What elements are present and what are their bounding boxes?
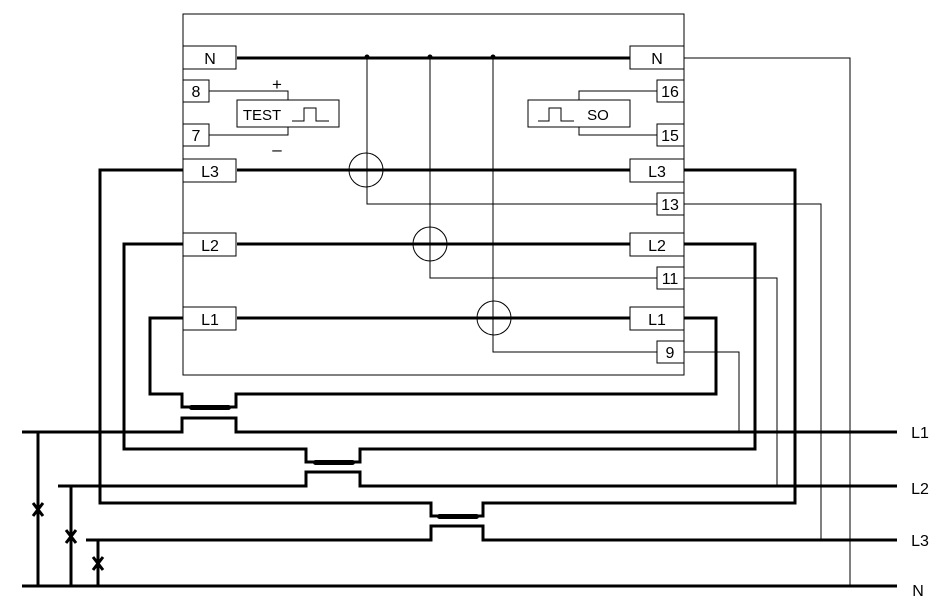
breaker-l3-n	[91, 540, 105, 586]
voltage-connection-11	[684, 277, 778, 486]
current-transformer-icon	[412, 226, 448, 262]
breaker-l1-n	[31, 432, 45, 586]
breaker-x-icon	[64, 529, 78, 544]
bus-line-l2	[58, 470, 897, 488]
terminal-label: 7	[192, 128, 201, 145]
terminal-right-11[interactable]: 11	[656, 266, 685, 290]
terminal-label: 11	[662, 271, 679, 288]
pulse-waveform-icon	[292, 107, 329, 122]
test-minus-wire	[209, 127, 289, 136]
neutral-connection	[684, 57, 851, 586]
pulse-output-block: SO	[527, 99, 631, 128]
voltage-tap-l2	[429, 58, 658, 279]
fuse-icon	[437, 514, 479, 519]
current-transformer-icon	[476, 300, 512, 336]
so-wire-15	[578, 127, 657, 136]
voltage-tap-l3	[366, 58, 658, 205]
test-output-block: TEST	[236, 99, 340, 128]
test-plus-wire	[209, 90, 289, 100]
terminal-right-l1[interactable]: L1	[629, 306, 685, 331]
terminal-label: L1	[201, 312, 219, 329]
terminal-right-15[interactable]: 15	[656, 123, 685, 147]
meter-enclosure	[182, 13, 685, 376]
terminal-right-n[interactable]: N	[629, 45, 685, 70]
terminal-left-8[interactable]: 8	[182, 79, 210, 103]
l3-in-conductor	[98, 168, 443, 518]
terminal-left-n[interactable]: N	[182, 45, 237, 70]
test-plus-sign: +	[272, 75, 282, 94]
terminal-label: 15	[661, 128, 679, 145]
terminal-left-l2[interactable]: L2	[182, 232, 237, 257]
voltage-connection-9	[684, 351, 740, 432]
terminal-label: L2	[201, 238, 219, 255]
terminal-right-16[interactable]: 16	[656, 79, 685, 103]
pulse-waveform-icon	[538, 107, 574, 122]
junction-dot	[490, 54, 496, 60]
terminal-label: N	[651, 51, 663, 68]
breaker-l2-n	[64, 486, 78, 586]
breaker-x-icon	[31, 502, 45, 517]
test-minus-sign: –	[272, 140, 282, 159]
bus-line-l3	[86, 524, 897, 542]
terminal-left-l1[interactable]: L1	[182, 306, 237, 331]
bus-label-n: N	[912, 583, 924, 600]
junction-dot	[427, 54, 433, 60]
l3-out-conductor	[473, 168, 797, 518]
voltage-connection-13	[684, 203, 822, 540]
terminal-label: 8	[192, 84, 201, 101]
l1-in-conductor	[148, 316, 193, 409]
l1-out-conductor	[225, 316, 718, 409]
terminal-label: L2	[648, 238, 666, 255]
terminal-label: 9	[666, 345, 675, 362]
terminal-right-l2[interactable]: L2	[629, 232, 685, 257]
fuse-icon	[313, 460, 355, 465]
voltage-tap-l1	[492, 58, 658, 353]
terminal-left-l3[interactable]: L3	[182, 158, 237, 183]
terminal-right-9[interactable]: 9	[656, 340, 685, 364]
terminal-label: 16	[661, 84, 679, 101]
fuse-icon	[189, 405, 231, 410]
breaker-x-icon	[91, 556, 105, 571]
terminal-label: L1	[648, 312, 666, 329]
terminal-right-l3[interactable]: L3	[629, 158, 685, 183]
junction-dot	[364, 54, 370, 60]
current-transformer-icon	[348, 152, 384, 188]
l2-in-conductor	[122, 242, 318, 464]
terminal-label: N	[204, 51, 216, 68]
bus-label-l1: L1	[911, 425, 929, 442]
so-wire-16	[578, 90, 657, 100]
terminal-label: 13	[661, 197, 679, 214]
test-label: TEST	[243, 107, 281, 124]
terminal-label: L3	[201, 164, 219, 181]
so-label: SO	[587, 107, 609, 124]
l2-out-conductor	[349, 242, 757, 464]
bus-label-l2: L2	[911, 481, 929, 498]
bus-label-l3: L3	[911, 533, 929, 550]
bus-line-l1	[22, 416, 897, 434]
terminal-label: L3	[648, 164, 666, 181]
terminal-right-13[interactable]: 13	[656, 192, 685, 216]
terminal-left-7[interactable]: 7	[182, 123, 210, 147]
